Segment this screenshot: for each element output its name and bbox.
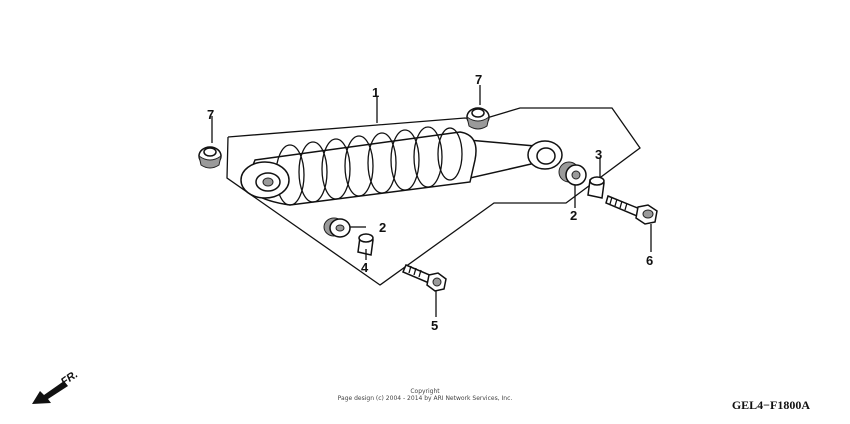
callout-7-left: 7 bbox=[207, 107, 214, 122]
callout-4: 4 bbox=[361, 260, 369, 275]
diagram-code: GEL4−F1800A bbox=[731, 398, 810, 412]
callout-6: 6 bbox=[646, 253, 653, 268]
callout-3: 3 bbox=[595, 147, 602, 162]
copyright-notice: Copyright Page design (c) 2004 - 2014 by… bbox=[0, 388, 850, 402]
rubber-bushing-2-left[interactable] bbox=[323, 217, 351, 238]
callout-7-top: 7 bbox=[475, 72, 482, 87]
shock-absorber[interactable] bbox=[240, 126, 563, 206]
rubber-bushing-2-right[interactable] bbox=[558, 161, 587, 186]
callout-2-left: 2 bbox=[379, 220, 386, 235]
leader-lines bbox=[211, 85, 652, 317]
copyright-line-2: Page design (c) 2004 - 2014 by ARI Netwo… bbox=[337, 395, 513, 402]
bolt-5[interactable] bbox=[402, 264, 447, 292]
callout-2-right: 2 bbox=[570, 208, 577, 223]
callout-1: 1 bbox=[372, 85, 379, 100]
collar-3[interactable] bbox=[587, 176, 605, 199]
copyright-line-1: Copyright bbox=[410, 388, 440, 395]
bolt-6[interactable] bbox=[605, 194, 658, 225]
callout-5: 5 bbox=[431, 318, 438, 333]
collar-4[interactable] bbox=[357, 233, 374, 256]
nut-7-left[interactable] bbox=[198, 146, 222, 169]
nut-7-top[interactable] bbox=[466, 107, 490, 130]
